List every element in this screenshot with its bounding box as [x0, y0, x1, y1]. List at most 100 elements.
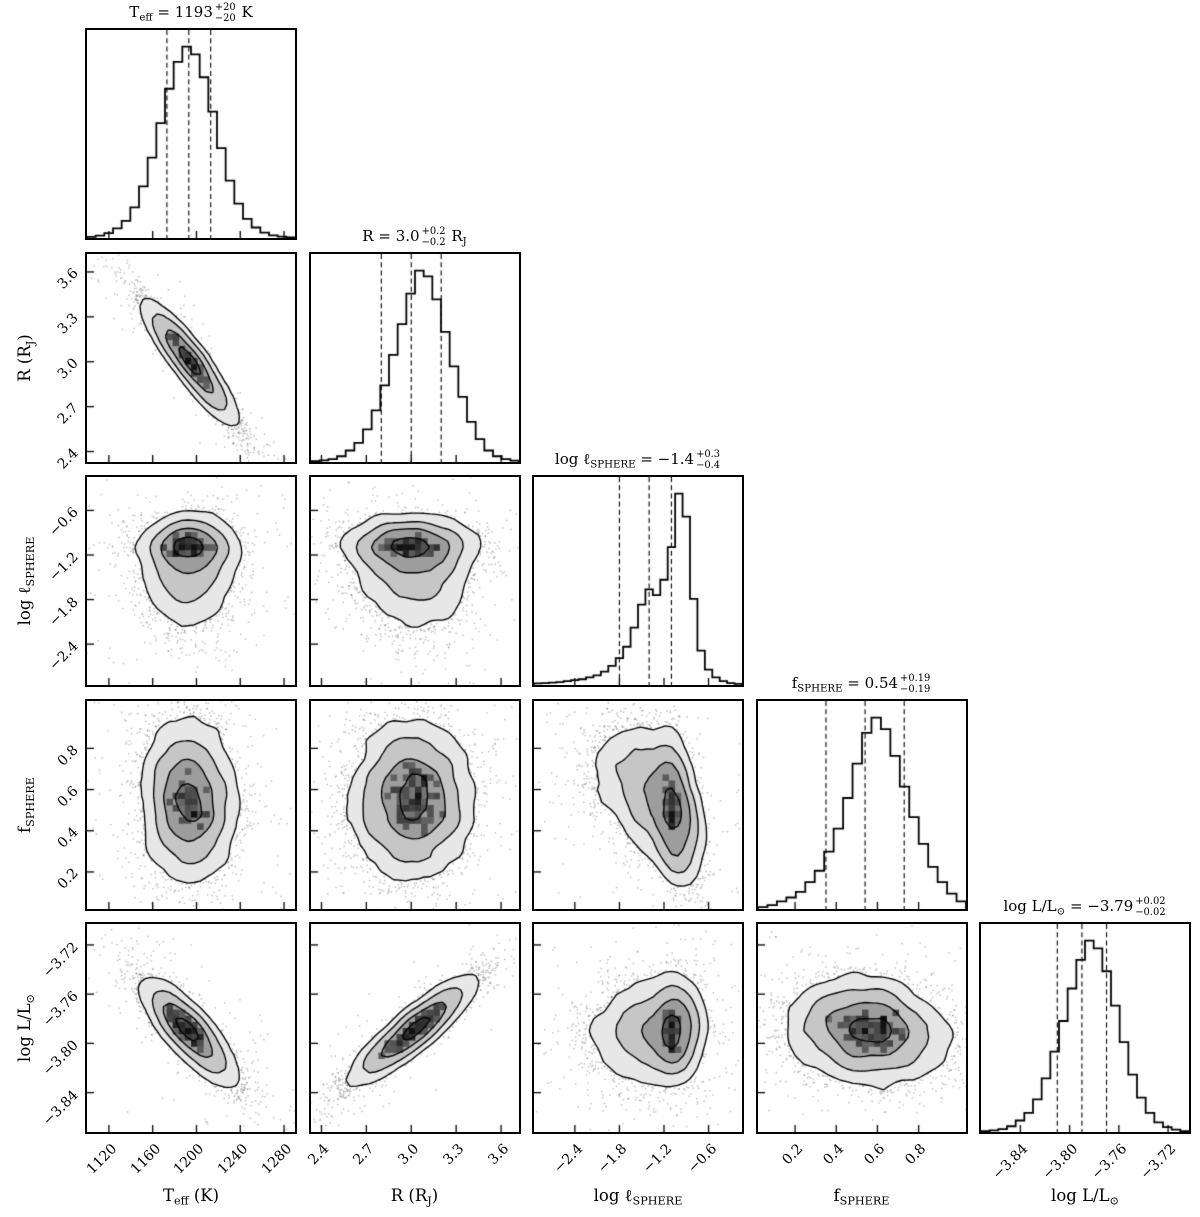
y-tick-label: 0.6	[54, 783, 82, 811]
histogram-canvas	[534, 477, 742, 685]
plus-minus-errors: +0.02−0.02	[1135, 896, 1165, 918]
x-tick-label: −1.2	[639, 1141, 676, 1177]
histogram-canvas	[87, 30, 295, 238]
x-tick-label: 1120	[83, 1141, 121, 1178]
plus-minus-errors: +20−20	[215, 2, 236, 24]
label-text: = 0.54	[842, 673, 899, 692]
panel-density-loglum-vs-radius	[308, 922, 521, 1134]
x-tick-label: 1280	[258, 1141, 296, 1178]
panel-density-logl-sphere-vs-teff	[85, 475, 297, 687]
histogram-canvas	[981, 924, 1189, 1132]
label-text: f	[791, 673, 798, 692]
density-canvas	[534, 700, 742, 909]
plus-minus-errors: +0.19−0.19	[900, 673, 930, 695]
y-tick-label: −3.72	[40, 939, 82, 981]
label-subscript: J	[23, 340, 37, 345]
x-tick-label: 3.6	[484, 1141, 512, 1169]
label-text: R (R	[390, 1186, 428, 1205]
label-text: log L/L	[1051, 1186, 1110, 1205]
label-subscript: SPHERE	[23, 776, 37, 827]
x-tick-label: 1200	[171, 1141, 208, 1178]
plus-error: +0.19	[900, 672, 931, 684]
label-subscript: SPHERE	[797, 682, 843, 694]
x-tick-label: 0.4	[820, 1141, 848, 1169]
x-tick-label: −1.8	[595, 1141, 631, 1177]
label-text: K	[236, 3, 253, 22]
label-subscript: ⊙	[23, 994, 37, 1004]
y-tick-label: −1.2	[46, 549, 82, 585]
minus-error: −20	[214, 13, 236, 25]
panel-density-loglum-vs-f-sphere	[755, 922, 968, 1134]
label-text: )	[431, 1186, 439, 1205]
panel-density-loglum-vs-teff	[85, 922, 297, 1134]
plus-error: +0.2	[421, 225, 446, 237]
label-subscript: ⊙	[1056, 906, 1066, 918]
label-subscript: J	[427, 1194, 432, 1208]
panel-density-loglum-vs-logl-sphere	[532, 922, 744, 1134]
x-tick-label: 1240	[215, 1141, 252, 1178]
label-subscript: ⊙	[1109, 1194, 1119, 1208]
label-subscript: eff	[139, 12, 153, 24]
panel-density-f-sphere-vs-teff	[85, 698, 297, 911]
x-tick-label: 3.0	[395, 1141, 423, 1169]
label-text: log ℓ	[15, 586, 35, 626]
label-text: = 1193	[152, 3, 213, 22]
y-tick-label: 0.4	[54, 824, 82, 852]
x-tick-label: 0.6	[861, 1141, 889, 1169]
density-canvas	[87, 253, 295, 462]
minus-error: −0.4	[696, 460, 721, 472]
panel-title-teff: Teff = 1193+20−20 K	[129, 2, 252, 24]
density-canvas	[757, 924, 966, 1132]
minus-error: −0.19	[900, 683, 931, 695]
label-text: T	[129, 3, 140, 22]
panel-title-radius: R = 3.0+0.2−0.2 RJ	[362, 226, 466, 248]
label-text: log ℓ	[593, 1186, 633, 1205]
density-canvas	[310, 700, 519, 909]
panel-hist-radius	[308, 251, 521, 464]
y-tick-label: −3.84	[40, 1086, 82, 1129]
label-text: log ℓ	[554, 450, 591, 469]
y-tick-label: 3.3	[54, 310, 82, 338]
panel-hist-logl-sphere	[532, 475, 744, 687]
x-tick-label: −2.4	[550, 1141, 587, 1177]
plus-minus-errors: +0.2−0.2	[422, 226, 446, 248]
label-subscript: SPHERE	[839, 1194, 890, 1208]
label-text: f	[833, 1186, 840, 1205]
label-subscript: eff	[173, 1194, 189, 1208]
x-axis-label-logl-sphere: log ℓSPHERE	[594, 1186, 683, 1208]
density-canvas	[87, 700, 295, 909]
histogram-canvas	[757, 700, 966, 909]
y-tick-label: −3.80	[40, 1037, 82, 1080]
x-tick-label: 1160	[127, 1141, 164, 1178]
x-tick-label: 3.3	[439, 1141, 467, 1169]
y-tick-label: −1.8	[46, 593, 82, 630]
x-tick-label: 0.8	[902, 1141, 930, 1169]
y-tick-label: −0.6	[46, 504, 82, 541]
density-canvas	[310, 477, 519, 685]
minus-error: −0.02	[1135, 907, 1166, 919]
x-tick-label: −3.76	[1088, 1141, 1131, 1183]
x-tick-label: −3.80	[1039, 1141, 1081, 1183]
label-text: = −1.4	[635, 450, 695, 469]
panel-title-logl-sphere: log ℓSPHERE = −1.4+0.3−0.4	[555, 449, 721, 471]
y-tick-label: 2.7	[54, 400, 82, 428]
y-tick-label: −3.76	[40, 988, 82, 1031]
panel-title-loglum: log L/L⊙ = −3.79+0.02−0.02	[1003, 896, 1166, 918]
label-text: R (R	[15, 344, 35, 382]
label-text: log L/L	[1003, 897, 1057, 916]
y-tick-label: 0.8	[54, 742, 82, 770]
label-text: log L/L	[15, 1003, 35, 1062]
label-subscript: SPHERE	[632, 1194, 683, 1208]
panel-title-f-sphere: fSPHERE = 0.54+0.19−0.19	[792, 673, 932, 695]
label-subscript: SPHERE	[23, 536, 37, 587]
x-tick-label: 2.4	[305, 1141, 333, 1169]
y-tick-label: −2.4	[46, 638, 82, 674]
y-tick-label: 3.0	[54, 355, 82, 383]
minus-error: −0.2	[421, 236, 446, 248]
label-subscript: SPHERE	[590, 459, 636, 471]
plus-error: +0.3	[696, 449, 721, 460]
histogram-canvas	[310, 253, 519, 462]
y-axis-label-f-sphere: fSPHERE	[15, 777, 37, 833]
density-canvas	[87, 477, 295, 685]
